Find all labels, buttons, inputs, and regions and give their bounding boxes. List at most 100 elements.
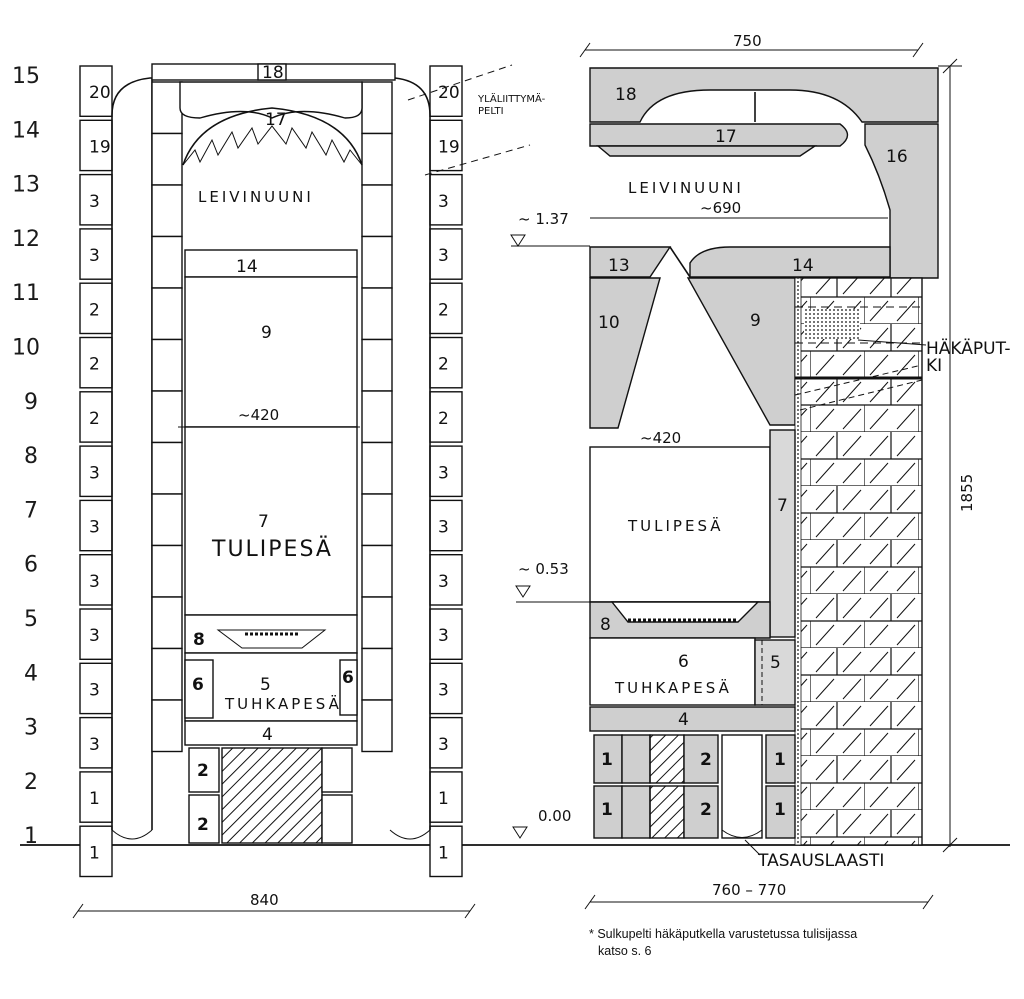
- row-number: 11: [12, 281, 40, 306]
- inner-brick: [151, 390, 183, 444]
- inner-brick: [151, 441, 183, 495]
- side-oven-label: LEIVINUUNI: [628, 179, 744, 197]
- inner-brick: [151, 132, 183, 186]
- front-inner-right-wall: [361, 81, 393, 753]
- brick: [429, 119, 463, 172]
- side-dim-750-tick-r: [912, 42, 924, 58]
- side-pipe-leader: [857, 339, 927, 346]
- front-slab-4: [184, 720, 358, 746]
- side-base-1b-bot: [621, 785, 651, 839]
- inner-brick: [361, 287, 393, 341]
- brick: [429, 391, 463, 443]
- side-block-18: [589, 67, 939, 123]
- brick: [79, 825, 113, 878]
- inner-brick: [361, 647, 393, 701]
- side-view: 750 18 17 16 LEIVINUUNI ~690 ~ 1.37 13 1…: [510, 32, 1011, 910]
- row-number: 12: [12, 227, 40, 252]
- brick: [79, 608, 113, 660]
- front-top-block-label: 18: [262, 63, 284, 83]
- inner-brick: [361, 493, 393, 547]
- brick: [429, 499, 463, 552]
- side-base-1-label-a: 1: [601, 750, 613, 770]
- brick: [429, 662, 463, 715]
- row-number: 9: [24, 390, 38, 415]
- side-block-5-label: 5: [770, 653, 781, 673]
- front-block-8-label: 8: [193, 630, 205, 650]
- side-level-137: ~ 1.37: [518, 210, 569, 228]
- side-block-18-label: 18: [615, 85, 637, 105]
- side-block-17: [589, 123, 849, 147]
- brick: [429, 771, 463, 823]
- brick-label: 3: [89, 680, 100, 700]
- brick: [429, 825, 463, 878]
- side-dim-750-tick-l: [579, 42, 591, 58]
- front-base-left-top: [188, 747, 220, 793]
- front-left-flue-bottom: [111, 829, 153, 840]
- front-inner-left-wall: [151, 81, 183, 753]
- side-dim-bottom-tick-r: [922, 894, 934, 910]
- brick-label: 20: [89, 83, 111, 103]
- front-dim-840-tick-l: [72, 903, 84, 919]
- brick-label: 3: [89, 626, 100, 646]
- front-damper-label-2: PELTI: [478, 106, 504, 117]
- brick: [79, 65, 113, 117]
- inner-brick: [151, 81, 183, 135]
- side-flue-neck: [669, 246, 691, 278]
- side-pipe-opening: [804, 309, 860, 339]
- side-dim-bottom-tick-l: [584, 894, 596, 910]
- side-base-2-label-a: 2: [700, 750, 712, 770]
- row-number: 13: [12, 173, 40, 198]
- front-firebox-label: TULIPESÄ: [211, 536, 333, 562]
- side-dim-1855-tick-b: [942, 837, 958, 853]
- front-width-420: ~420: [238, 406, 279, 424]
- front-block-6-left-label: 6: [192, 675, 204, 695]
- brick: [79, 499, 113, 552]
- brick-label: 2: [438, 355, 449, 375]
- brick-label: 1: [438, 843, 449, 863]
- row-number: 15: [12, 64, 40, 89]
- front-slab-4-label: 4: [262, 725, 273, 745]
- footnote-line-1: * Sulkupelti häkäputkella varustetussa t…: [589, 927, 857, 941]
- front-block-9-label: 9: [261, 323, 272, 343]
- front-block-9: [184, 276, 358, 428]
- side-firebox-label: TULIPESÄ: [627, 516, 724, 535]
- side-level-000-marker: [512, 826, 528, 839]
- brick-label: 3: [438, 572, 449, 592]
- front-vault-label: 17: [265, 110, 287, 130]
- side-block-13: [589, 246, 672, 278]
- side-block-17-base: [596, 145, 818, 157]
- brick: [79, 716, 113, 769]
- side-block-10-label: 10: [598, 313, 620, 333]
- row-number: 14: [12, 118, 40, 143]
- side-base-1-label-b: 1: [601, 800, 613, 820]
- side-base-hatch-top: [649, 734, 685, 784]
- row-number: 7: [24, 498, 38, 523]
- side-level-053-marker: [515, 585, 531, 598]
- side-block-7: [769, 429, 796, 638]
- brick-label: 1: [89, 789, 100, 809]
- side-base-1a-top: [593, 734, 623, 784]
- front-block-6-right-label: 6: [342, 668, 354, 688]
- front-dim-840: 840: [250, 891, 279, 909]
- side-level-000: 0.00: [538, 807, 571, 825]
- side-dim-bottom: 760 – 770: [712, 881, 786, 899]
- front-firebox: [184, 426, 358, 616]
- side-chimney-wall: [799, 277, 923, 846]
- side-pipe-label-2: KI: [926, 356, 942, 376]
- inner-brick: [151, 596, 183, 650]
- side-base-channel-arc: [721, 829, 763, 838]
- brick: [79, 119, 113, 172]
- front-side-6-right: [339, 659, 358, 716]
- side-block-8-label: 8: [600, 615, 611, 635]
- side-pipe-label-1: HÄKÄPUT-: [926, 338, 1011, 359]
- brick-label: 3: [438, 518, 449, 538]
- inner-brick: [361, 699, 393, 753]
- side-block-6-label: 6: [678, 652, 689, 672]
- front-block-5-label: 5: [260, 675, 271, 695]
- front-top-block: [257, 63, 287, 81]
- row-number: 2: [24, 770, 38, 795]
- side-block-7-label: 7: [777, 496, 788, 516]
- side-slab-4: [589, 706, 796, 732]
